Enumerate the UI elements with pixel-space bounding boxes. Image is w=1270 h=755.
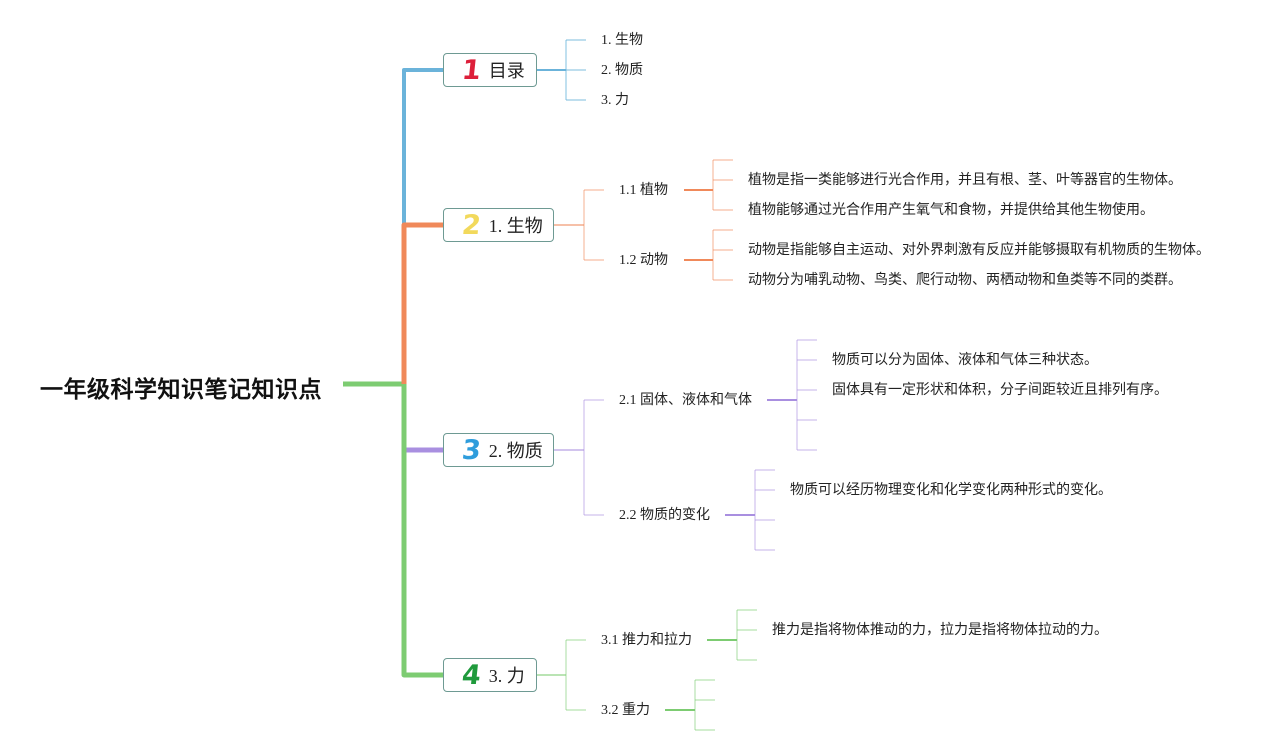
subtopic-push-pull[interactable]: 3.1 推力和拉力	[601, 633, 692, 648]
note-states-1[interactable]: 物质可以分为固体、液体和气体三种状态。	[832, 353, 1098, 368]
topic-node-force[interactable]: 4 3. 力	[443, 658, 537, 692]
topic-node-biology[interactable]: 2 1. 生物	[443, 208, 554, 242]
note-plants-2[interactable]: 植物能够通过光合作用产生氧气和食物，并提供给其他生物使用。	[748, 203, 1154, 218]
topic-label-force: 3. 力	[488, 666, 525, 686]
subtopic-states-of-matter[interactable]: 2.1 固体、液体和气体	[619, 393, 752, 408]
root-topic-title[interactable]: 一年级科学知识笔记知识点	[40, 377, 322, 403]
badge-number-3-icon: 3	[460, 434, 483, 466]
branch-force	[401, 384, 443, 678]
note-animals-2[interactable]: 动物分为哺乳动物、鸟类、爬行动物、两栖动物和鱼类等不同的类群。	[748, 273, 1182, 288]
subtopic-animals[interactable]: 1.2 动物	[619, 253, 668, 268]
toc-item-2[interactable]: 2. 物质	[601, 63, 643, 78]
toc-item-3[interactable]: 3. 力	[601, 93, 629, 108]
topic-node-matter[interactable]: 3 2. 物质	[443, 433, 554, 467]
note-change-1[interactable]: 物质可以经历物理变化和化学变化两种形式的变化。	[790, 483, 1112, 498]
toc-item-1[interactable]: 1. 生物	[601, 33, 643, 48]
note-states-2[interactable]: 固体具有一定形状和体积，分子间距较近且排列有序。	[832, 383, 1168, 398]
badge-number-2-icon: 2	[460, 209, 483, 241]
badge-number-4-icon: 4	[460, 659, 483, 691]
topic-node-toc[interactable]: 1 目录	[443, 53, 537, 87]
badge-number-1-icon: 1	[460, 54, 483, 86]
subtopic-plants[interactable]: 1.1 植物	[619, 183, 668, 198]
note-push-pull-1[interactable]: 推力是指将物体推动的力，拉力是指将物体拉动的力。	[772, 623, 1108, 638]
branch-biology	[401, 222, 443, 384]
topic-label-toc: 目录	[488, 61, 525, 81]
subtopic-gravity[interactable]: 3.2 重力	[601, 703, 650, 718]
topic-label-biology: 1. 生物	[488, 216, 543, 236]
subtopic-matter-change[interactable]: 2.2 物质的变化	[619, 508, 710, 523]
note-plants-1[interactable]: 植物是指一类能够进行光合作用，并且有根、茎、叶等器官的生物体。	[748, 173, 1182, 188]
topic-label-matter: 2. 物质	[488, 441, 543, 461]
note-animals-1[interactable]: 动物是指能够自主运动、对外界刺激有反应并能够摄取有机物质的生物体。	[748, 243, 1210, 258]
